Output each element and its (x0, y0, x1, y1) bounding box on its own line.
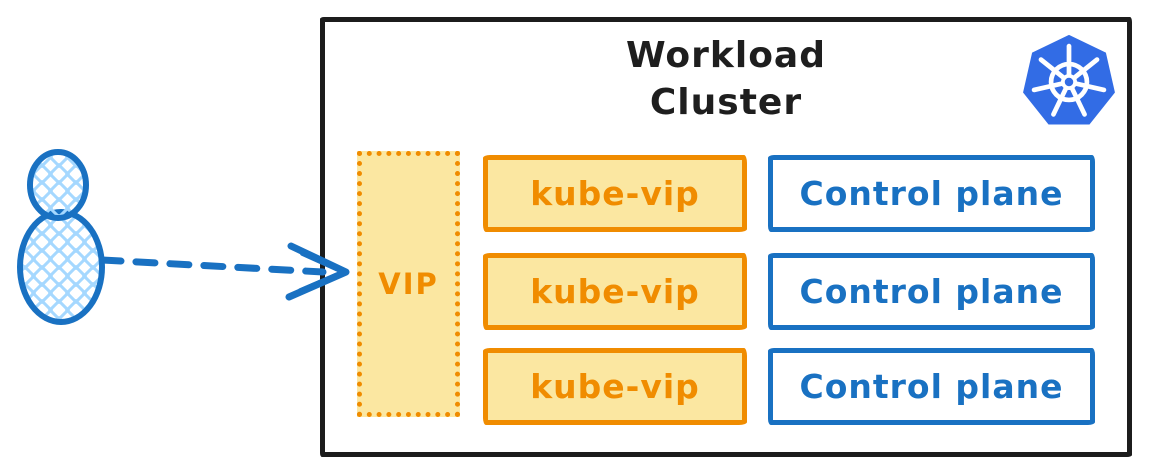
kube-vip-box-3: kube-vip (483, 348, 747, 425)
cluster-title-line2: Cluster (649, 82, 803, 123)
kube-vip-label: kube-vip (530, 367, 700, 406)
kubernetes-logo-icon (1023, 34, 1115, 125)
user-icon (17, 149, 105, 325)
cluster-title: Workload Cluster (325, 32, 1127, 126)
kube-vip-box-1: kube-vip (483, 155, 747, 232)
control-plane-box-3: Control plane (768, 348, 1095, 425)
cluster-title-line1: Workload (626, 35, 826, 76)
workload-cluster-box: Workload Cluster VIP kube-vip (320, 17, 1132, 457)
vip-box: VIP (357, 151, 460, 417)
control-plane-label: Control plane (799, 367, 1064, 406)
dashed-arrow-icon (98, 242, 350, 301)
person-body (17, 209, 105, 325)
person-head (27, 149, 89, 221)
control-plane-label: Control plane (799, 174, 1064, 213)
kube-vip-label: kube-vip (530, 174, 700, 213)
control-plane-label: Control plane (799, 272, 1064, 311)
vip-label: VIP (378, 267, 439, 301)
kube-vip-box-2: kube-vip (483, 253, 747, 330)
kube-vip-label: kube-vip (530, 272, 700, 311)
control-plane-box-2: Control plane (768, 253, 1095, 330)
control-plane-box-1: Control plane (768, 155, 1095, 232)
